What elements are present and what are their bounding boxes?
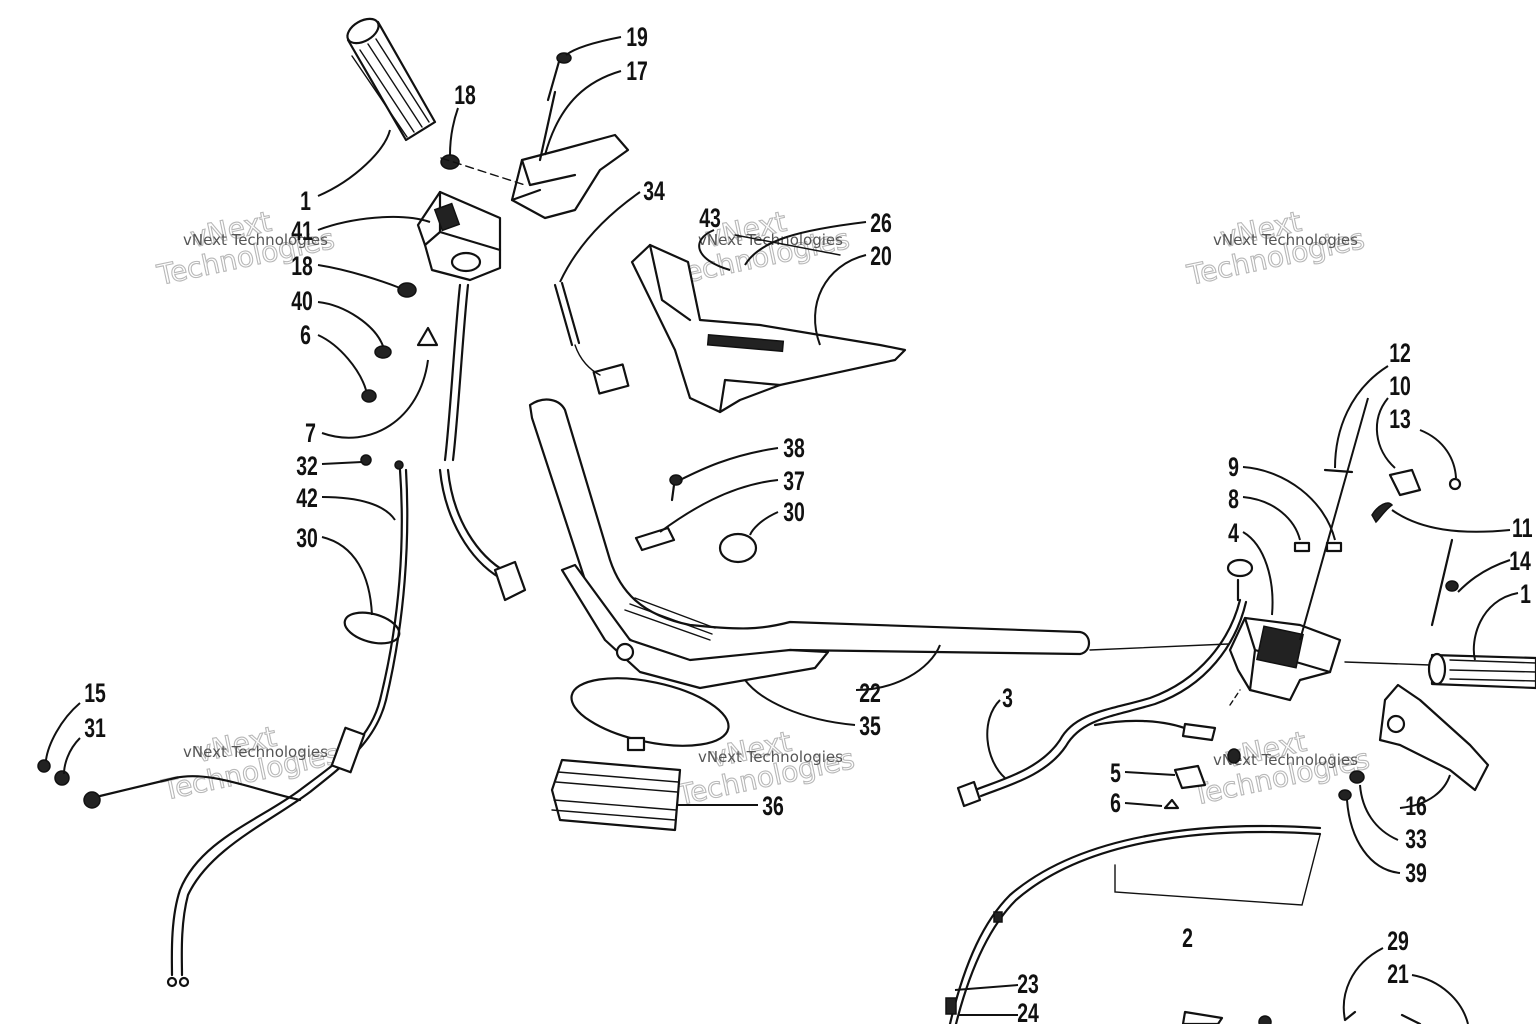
callout-6-right: 6 [1110, 788, 1121, 818]
watermark-small-4: vNext Technologies [183, 743, 328, 761]
callout-34: 34 [643, 176, 665, 206]
callout-1-left: 1 [300, 186, 311, 216]
lower-cable [945, 824, 1422, 1024]
callout-31: 31 [84, 713, 106, 743]
callout-10: 10 [1389, 371, 1411, 401]
callout-39: 39 [1405, 858, 1427, 888]
left-wire-harness [438, 283, 527, 602]
callout-5: 5 [1110, 758, 1121, 788]
bolt-and-plate [634, 474, 683, 552]
callout-12: 12 [1389, 338, 1411, 368]
callout-23: 23 [1017, 969, 1039, 999]
callout-29: 29 [1387, 926, 1409, 956]
callout-9: 9 [1228, 452, 1239, 482]
watermark-small-2: vNext Technologies [698, 231, 843, 249]
callout-40: 40 [291, 286, 313, 316]
left-cable-assembly [37, 454, 409, 988]
callout-18-top: 18 [454, 80, 476, 110]
callout-37: 37 [783, 466, 805, 496]
callout-11: 11 [1512, 513, 1533, 543]
callout-22: 22 [859, 678, 881, 708]
callout-36: 36 [762, 791, 784, 821]
watermark-small-3: vNext Technologies [1213, 231, 1358, 249]
watermark-small-1: vNext Technologies [183, 231, 328, 249]
switch-parts-right [1163, 748, 1241, 810]
callout-3: 3 [1002, 683, 1013, 713]
callout-26: 26 [870, 208, 892, 238]
callout-8: 8 [1228, 484, 1239, 514]
callout-15: 15 [84, 678, 106, 708]
callout-7: 7 [305, 418, 316, 448]
callout-33: 33 [1405, 824, 1427, 854]
callout-24: 24 [1017, 998, 1039, 1024]
left-grip [346, 17, 437, 142]
watermark-small-5: vNext Technologies [698, 748, 843, 766]
riser-bracket [560, 563, 830, 690]
callout-2: 2 [1182, 923, 1193, 953]
callout-6-left: 6 [300, 320, 311, 350]
switch-34 [553, 281, 630, 395]
callout-1-right: 1 [1520, 579, 1531, 609]
left-lever [510, 52, 630, 220]
callout-16: 16 [1405, 791, 1427, 821]
handlebar-pad [630, 234, 907, 414]
leader-lines [45, 36, 1519, 1024]
callout-41: 41 [291, 216, 313, 246]
left-small-hardware [361, 154, 526, 403]
callout-32: 32 [296, 451, 318, 481]
callout-42: 42 [296, 483, 318, 513]
module-36 [550, 758, 682, 832]
right-lever [1378, 683, 1490, 792]
callout-13: 13 [1389, 404, 1411, 434]
clamp-band [570, 677, 730, 752]
callout-35: 35 [859, 711, 881, 741]
right-wire-harness [956, 598, 1248, 808]
callout-20: 20 [870, 241, 892, 271]
right-small-hardware [1293, 468, 1462, 801]
watermarks: vNext Technologies vNext Technologies vN… [153, 204, 1373, 812]
callout-18-mid: 18 [291, 251, 313, 281]
callout-38: 38 [783, 433, 805, 463]
callout-30-left: 30 [296, 523, 318, 553]
callout-30-right: 30 [783, 497, 805, 527]
callout-21: 21 [1387, 959, 1409, 989]
left-control-housing [416, 190, 502, 282]
parts-artwork [37, 17, 1536, 1024]
callout-43: 43 [699, 203, 721, 233]
callout-labels: 19 17 18 1 41 18 40 6 7 34 43 26 20 32 4… [84, 22, 1532, 1024]
callout-14: 14 [1509, 546, 1531, 576]
callout-17: 17 [626, 56, 648, 86]
watermark-small-6: vNext Technologies [1213, 751, 1358, 769]
right-control-housing [1089, 558, 1431, 702]
callout-4: 4 [1228, 518, 1239, 548]
hose-clamp [718, 532, 758, 564]
callout-19: 19 [626, 22, 648, 52]
right-grip [1427, 538, 1536, 690]
